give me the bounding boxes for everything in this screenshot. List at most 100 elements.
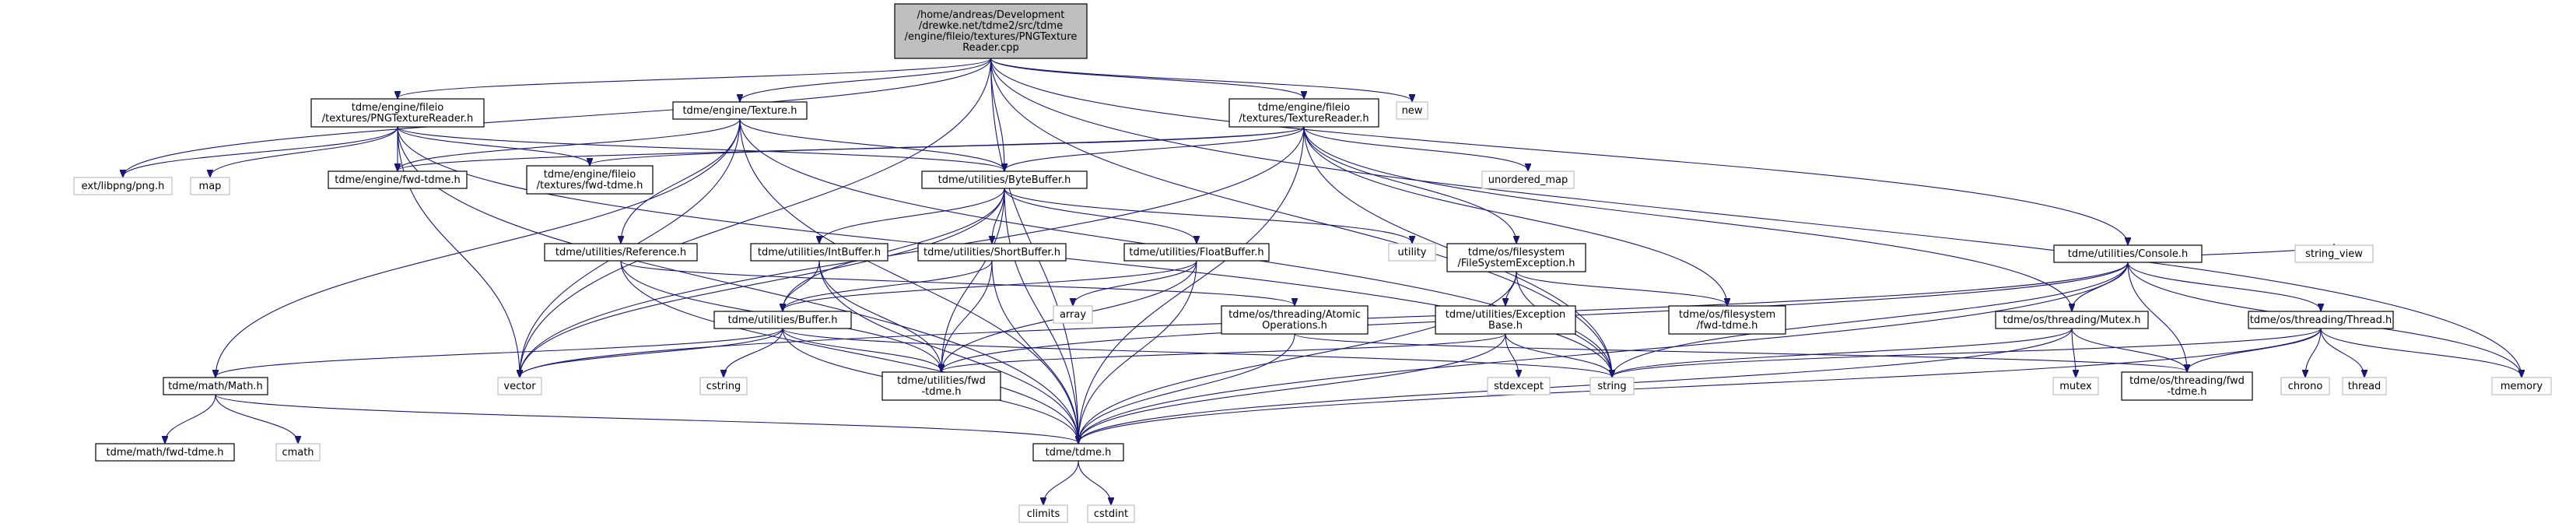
node-box [2280,377,2330,395]
node-fwd_fs[interactable]: tdme/os/filesystem/fwd-tdme.h [1668,305,1786,335]
node-chrono: chrono [2280,377,2330,395]
edge-tdme_h-to-cstdint [1078,460,1111,504]
node-box [750,243,888,262]
node-box [2342,377,2387,395]
edge-root-to-vector [520,58,992,377]
node-label: tdme/utilities/Exception [1446,309,1565,321]
edge-reference_h-to-atomic_h [620,260,1295,305]
node-label: -tdme.h [921,386,961,398]
node-root[interactable]: /home/andreas/Development/drewke.net/tdm… [894,3,1088,59]
node-intbuffer_h[interactable]: tdme/utilities/IntBuffer.h [750,243,888,262]
node-texturereader_h[interactable]: tdme/engine/fileio/textures/TextureReade… [1228,98,1379,128]
node-box [1087,504,1135,523]
node-vector: vector [497,377,542,395]
node-new: new [1396,101,1428,120]
node-mutex: mutex [2052,377,2099,395]
node-box [699,377,748,395]
edge-pngtexturereader_h-to-map [210,126,398,177]
edge-thread_h-to-thread [2320,328,2364,377]
node-array: array [1053,305,1093,324]
node-png_h: ext/libpng/png.h [73,177,173,195]
edge-root-to-pngtexturereader_h [398,58,992,98]
node-label: tdme/os/threading/Atomic [1228,309,1361,321]
node-math_h[interactable]: tdme/math/Math.h [163,377,268,395]
node-label: tdme/engine/fileio [1258,102,1351,114]
node-box [1396,101,1428,120]
edge-buffer_h-to-fwd_utilities [782,328,941,371]
node-thread_h[interactable]: tdme/os/threading/Thread.h [2248,311,2394,329]
node-box [1388,243,1436,262]
edge-bytebuffer_h-to-intbuffer_h [819,188,1005,243]
node-fwd_threading[interactable]: tdme/os/threading/fwd-tdme.h [2121,371,2253,401]
node-buffer_h[interactable]: tdme/utilities/Buffer.h [713,311,852,329]
node-box [881,371,1001,401]
edge-thread_h-to-memory [2320,328,2522,377]
edge-thread_h-to-fwd_threading [2187,328,2322,371]
edge-floatbuffer_h-to-buffer_h [783,260,1197,311]
node-label: /textures/PNGTextureReader.h [322,113,473,125]
node-label: chrono [2288,381,2323,392]
node-floatbuffer_h[interactable]: tdme/utilities/FloatBuffer.h [1123,243,1270,262]
node-box [163,377,268,395]
edge-thread_h-to-tdme_h [1078,328,2322,443]
node-box [73,177,173,195]
node-box [526,165,654,195]
node-box [921,170,1088,189]
edge-texturereader_h-to-mutex_h [1303,126,2072,311]
edge-buffer_h-to-math_h [216,328,783,377]
edge-root-to-png_h [123,58,992,177]
node-reference_h[interactable]: tdme/utilities/Reference.h [544,243,698,262]
node-label: tdme/utilities/Reference.h [556,247,686,258]
edge-bytebuffer_h-to-buffer_h [783,188,1005,311]
node-box [1435,305,1576,335]
edge-atomic_h-to-fwd_threading [1294,333,2187,371]
node-box [190,177,230,195]
node-label: Base.h [1488,320,1523,332]
node-box [2294,244,2374,263]
node-box [1032,443,1124,462]
edge-intbuffer_h-to-tdme_h [818,260,1078,443]
edge-floatbuffer_h-to-tdme_h [1078,260,1197,443]
edge-intbuffer_h-to-fwd_utilities [818,260,941,371]
edge-floatbuffer_h-to-array [1073,260,1197,305]
edge-root-to-console_h [990,58,2129,244]
node-label: memory [2501,381,2543,392]
node-shortbuffer_h[interactable]: tdme/utilities/ShortBuffer.h [917,243,1067,262]
edge-pngtexturereader_h-to-vector [397,126,520,377]
edge-texture_h-to-fwd_engine [398,118,741,170]
edge-texture_h-to-bytebuffer_h [739,118,1004,170]
edge-buffer_h-to-vector [520,328,783,377]
node-fwd_engine[interactable]: tdme/engine/fwd-tdme.h [328,170,468,189]
node-pngtexturereader_h[interactable]: tdme/engine/fileio/textures/PNGTextureRe… [310,98,485,128]
edge-root-to-new [990,58,1413,101]
edge-excbase_h-to-tdme_h [1078,333,1506,443]
node-console_h[interactable]: tdme/utilities/Console.h [2053,244,2203,263]
edge-shortbuffer_h-to-tdme_h [991,260,1078,443]
node-fsexception_h[interactable]: tdme/os/filesystem/FileSystemException.h [1446,243,1586,272]
node-label: tdme/math/fwd-tdme.h [106,447,223,458]
edge-buffer_h-to-cstring [724,328,783,377]
edge-pngtexturereader_h-to-fwd_fileio_tex [397,126,590,165]
node-label: /textures/TextureReader.h [1239,113,1369,125]
node-box [95,443,235,462]
node-tdme_h[interactable]: tdme/tdme.h [1032,443,1124,462]
node-mutex_h[interactable]: tdme/os/threading/Mutex.h [1995,311,2149,329]
node-fwd_math[interactable]: tdme/math/fwd-tdme.h [95,443,235,462]
edge-fsexception_h-to-fwd_fs [1516,271,1727,305]
node-texture_h[interactable]: tdme/engine/Texture.h [672,101,808,120]
node-fwd_fileio_tex[interactable]: tdme/engine/fileio/textures/fwd-tdme.h [526,165,654,195]
edge-excbase_h-to-string [1505,333,1612,377]
node-label: -tdme.h [2167,386,2206,398]
edge-console_h-to-tdme_h [1078,262,2129,443]
edge-shortbuffer_h-to-buffer_h [783,260,993,311]
node-box [1668,305,1786,335]
node-box [917,243,1067,262]
node-box [672,101,808,120]
node-label: /engine/fileio/textures/PNGTexture [905,31,1078,43]
node-box [2053,244,2203,263]
node-fwd_utilities[interactable]: tdme/utilities/fwd-tdme.h [881,371,1001,401]
node-bytebuffer_h[interactable]: tdme/utilities/ByteBuffer.h [921,170,1088,189]
